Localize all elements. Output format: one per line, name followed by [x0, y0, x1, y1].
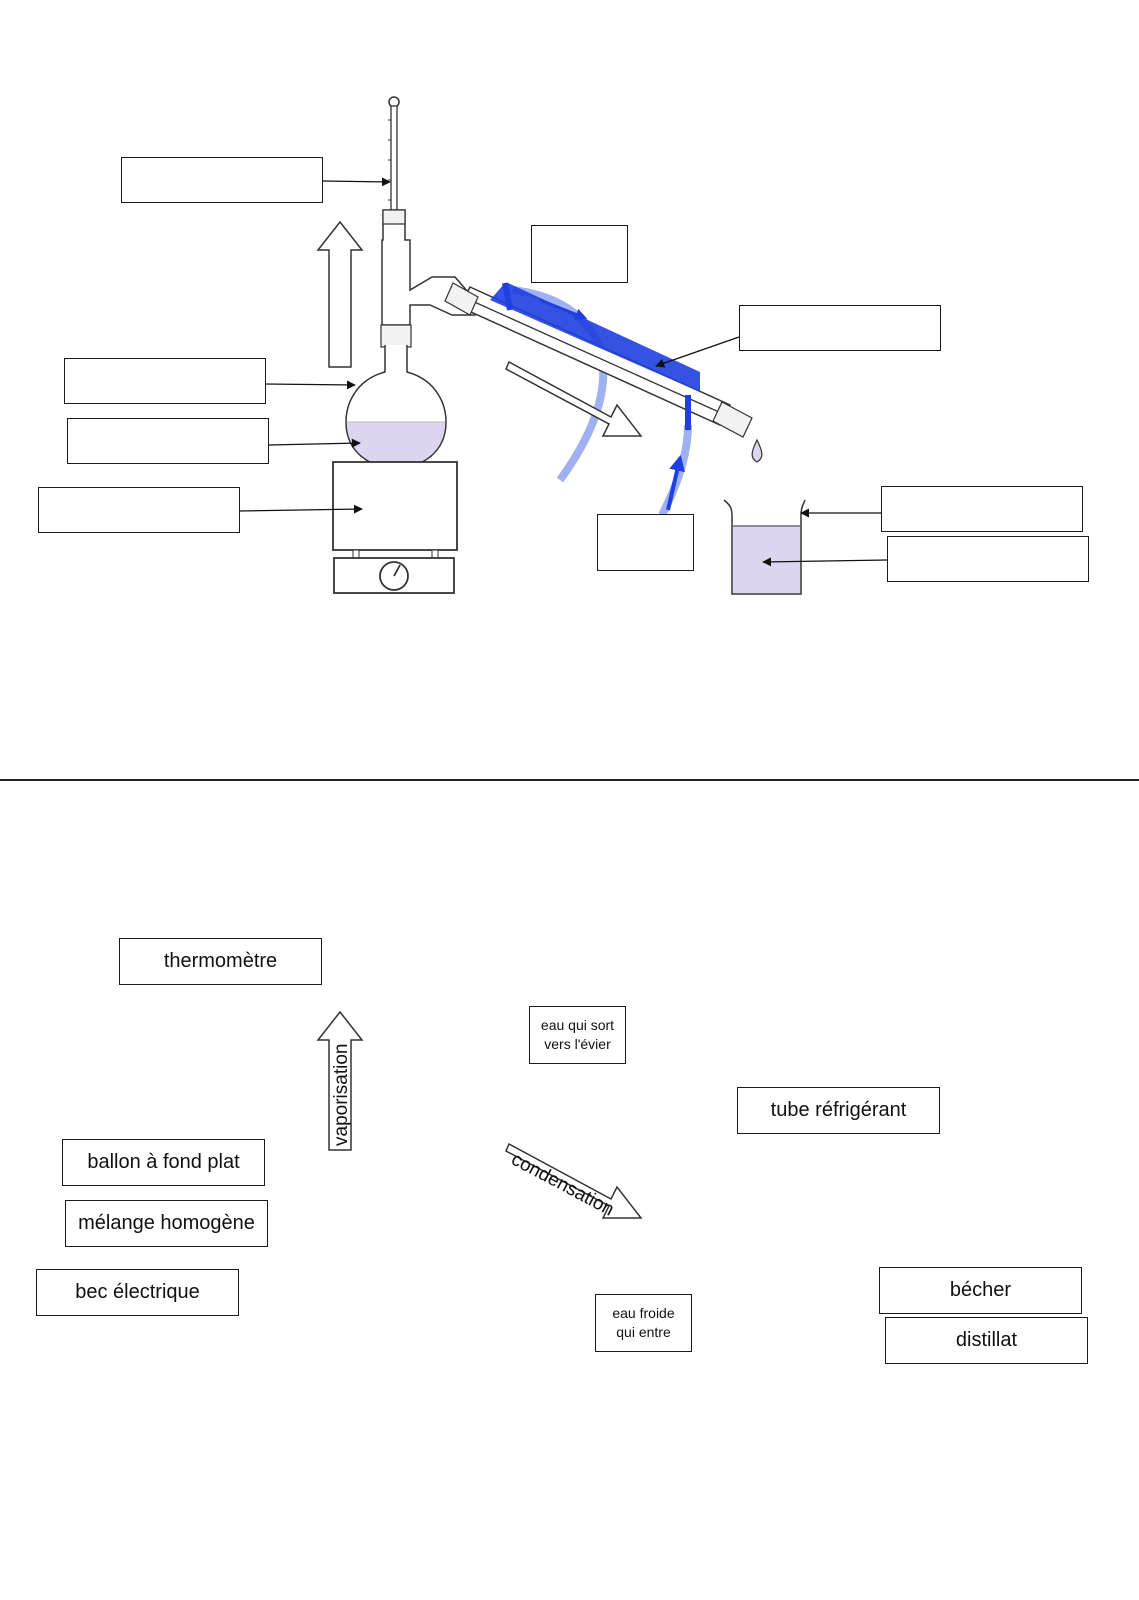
label-eau-sortie[interactable]: eau qui sort vers l'évier [529, 1006, 626, 1064]
distillate-drop [751, 438, 763, 463]
distillat-target-box[interactable] [887, 536, 1089, 582]
condensation-arrow-empty [505, 360, 643, 437]
label-eau-sortie-line2: vers l'évier [544, 1036, 611, 1052]
condensation-text: condensation [508, 1149, 618, 1221]
becher-target-box[interactable] [881, 486, 1083, 532]
label-tube-refrigerant-text: tube réfrigérant [770, 1099, 907, 1121]
thermometre-target-box[interactable] [121, 157, 323, 203]
flask-drawing [345, 345, 447, 469]
label-thermometre-text: thermomètre [163, 950, 278, 972]
label-bec[interactable]: bec électrique [36, 1269, 239, 1316]
ballon-target-box[interactable] [64, 358, 266, 404]
label-tube-refrigerant[interactable]: tube réfrigérant [737, 1087, 940, 1134]
distillation-apparatus [239, 96, 888, 595]
label-eau-froide-line1: eau froide [612, 1305, 675, 1321]
label-becher-text: bécher [949, 1279, 1012, 1301]
label-melange[interactable]: mélange homogène [65, 1200, 268, 1247]
melange-target-box[interactable] [67, 418, 269, 464]
heater-drawing [332, 461, 458, 594]
label-ballon[interactable]: ballon à fond plat [62, 1139, 265, 1186]
section-divider [0, 779, 1139, 781]
entree-eau-target-box[interactable] [597, 514, 694, 571]
vaporisation-text: vaporisation [331, 1044, 352, 1146]
beaker-drawing [723, 499, 806, 595]
condensation-arrow[interactable]: condensation [505, 1142, 643, 1221]
label-bec-text: bec électrique [75, 1281, 200, 1303]
refrigerant-target-box[interactable] [739, 305, 941, 351]
label-thermometre[interactable]: thermomètre [119, 938, 322, 985]
label-eau-sortie-line1: eau qui sort [540, 1017, 615, 1033]
vaporisation-arrow[interactable]: vaporisation [316, 1010, 364, 1151]
label-eau-froide[interactable]: eau froide qui entre [595, 1294, 692, 1352]
label-melange-text: mélange homogène [78, 1212, 255, 1234]
sortie-eau-target-box[interactable] [531, 225, 628, 283]
label-distillat[interactable]: distillat [885, 1317, 1088, 1364]
label-becher[interactable]: bécher [879, 1267, 1082, 1314]
label-eau-froide-line2: qui entre [616, 1324, 671, 1340]
vaporisation-arrow-empty [316, 220, 364, 368]
label-distillat-text: distillat [955, 1329, 1018, 1351]
chauffage-target-box[interactable] [38, 487, 240, 533]
inlet-tubing [658, 424, 692, 517]
label-ballon-text: ballon à fond plat [87, 1151, 240, 1173]
